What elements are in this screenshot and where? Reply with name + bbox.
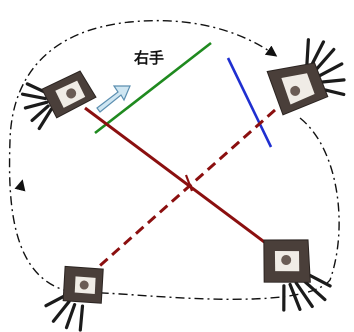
orbit-path [8,19,340,300]
haptic-handle-icon [20,70,97,131]
direction-arrow-icon [96,85,131,113]
right-hand-label: 右手 [134,49,164,67]
blue-line [226,57,273,148]
handle-line-solid [84,106,276,252]
haptic-handle-icon [44,265,104,332]
handle-line-tick [184,174,194,192]
handle-line-dashed [94,108,276,272]
haptic-handle-icon [266,38,346,116]
haptic-handle-icon [263,239,332,312]
green-line [94,41,212,135]
